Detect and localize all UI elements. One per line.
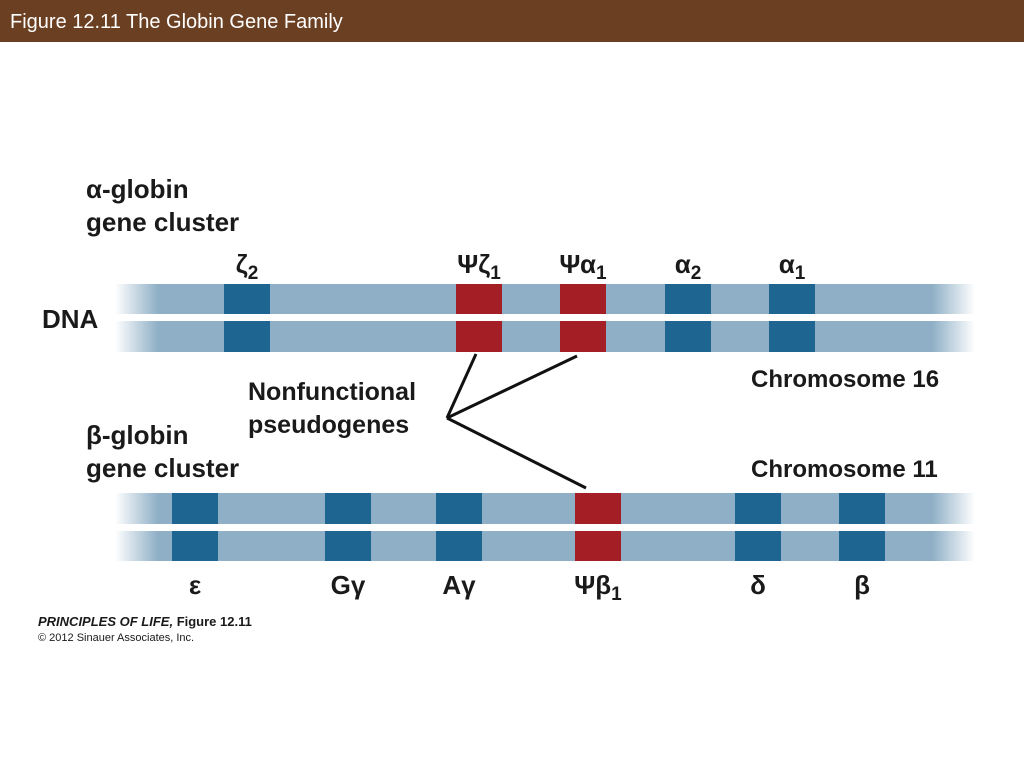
beta-gene-block-3-bottom [575, 531, 621, 561]
alpha-gene-label-1: Ψζ1 [457, 249, 501, 284]
pointer-line-psi-zeta1 [445, 353, 478, 419]
alpha-gene-block-0-bottom [224, 321, 270, 352]
beta-gene-block-4-top [735, 493, 781, 524]
alpha-gene-block-0-top [224, 284, 270, 314]
alpha-gene-block-1-top [456, 284, 502, 314]
beta-gene-block-0-top [172, 493, 218, 524]
beta-gene-block-2-top [436, 493, 482, 524]
beta-gene-label-4: δ [750, 570, 766, 600]
beta-gene-block-5-top [839, 493, 885, 524]
alpha-gene-block-3-top [665, 284, 711, 314]
alpha-cluster-label-line2: gene cluster [86, 207, 239, 237]
alpha-gene-label-4: α1 [779, 249, 806, 284]
alpha-gene-label-2: Ψα1 [559, 249, 607, 284]
pseudogenes-label-line2: pseudogenes [248, 411, 409, 439]
alpha-gene-block-2-bottom [560, 321, 606, 352]
title-bar: Figure 12.11 The Globin Gene Family [0, 0, 1024, 42]
beta-gene-label-1: Gγ [331, 570, 366, 600]
pointer-line-psi-alpha1 [446, 354, 578, 420]
beta-gene-label-2: Aγ [442, 570, 476, 600]
credit-copyright: © 2012 Sinauer Associates, Inc. [38, 632, 195, 644]
alpha-gene-label-0: ζ2 [236, 249, 259, 284]
beta-gene-blocks [172, 493, 885, 561]
alpha-gene-blocks [224, 284, 815, 352]
alpha-gene-block-2-top [560, 284, 606, 314]
pseudogene-pointer-lines [445, 353, 587, 490]
credit-figure: Figure 12.11 [173, 614, 252, 629]
pointer-line-psi-beta1 [446, 416, 587, 490]
chromosome-11-label: Chromosome 11 [751, 456, 938, 483]
beta-gene-label-0: ε [189, 570, 201, 600]
beta-gene-block-1-top [325, 493, 371, 524]
alpha-gene-block-3-bottom [665, 321, 711, 352]
beta-gene-label-5: β [854, 570, 870, 600]
alpha-gene-label-3: α2 [675, 249, 702, 284]
beta-gene-block-1-bottom [325, 531, 371, 561]
dna-label: DNA [42, 304, 99, 334]
chromosome-16-label: Chromosome 16 [751, 366, 939, 393]
beta-gene-block-4-bottom [735, 531, 781, 561]
beta-dna-strand-top [115, 493, 975, 524]
slide-title: Figure 12.11 The Globin Gene Family [10, 11, 343, 33]
alpha-gene-block-1-bottom [456, 321, 502, 352]
credit-book-title: PRINCIPLES OF LIFE, [38, 614, 174, 629]
beta-dna-strand-bottom [115, 531, 975, 561]
alpha-cluster-label-line1: α-globin [86, 174, 189, 204]
pseudogenes-label-line1: Nonfunctional [248, 378, 416, 406]
alpha-gene-labels: ζ2 Ψζ1 Ψα1 α2 α1 [236, 249, 806, 284]
beta-gene-block-3-top [575, 493, 621, 524]
beta-cluster-label-line1: β-globin [86, 420, 189, 450]
credit-book: PRINCIPLES OF LIFE, Figure 12.11 [38, 614, 252, 629]
beta-gene-block-0-bottom [172, 531, 218, 561]
alpha-gene-block-4-bottom [769, 321, 815, 352]
beta-gene-block-5-bottom [839, 531, 885, 561]
beta-gene-label-3: Ψβ1 [574, 570, 622, 605]
beta-cluster-label-line2: gene cluster [86, 453, 239, 483]
beta-gene-block-2-bottom [436, 531, 482, 561]
beta-gene-labels: ε Gγ Aγ Ψβ1 δ β [189, 570, 870, 605]
alpha-gene-block-4-top [769, 284, 815, 314]
